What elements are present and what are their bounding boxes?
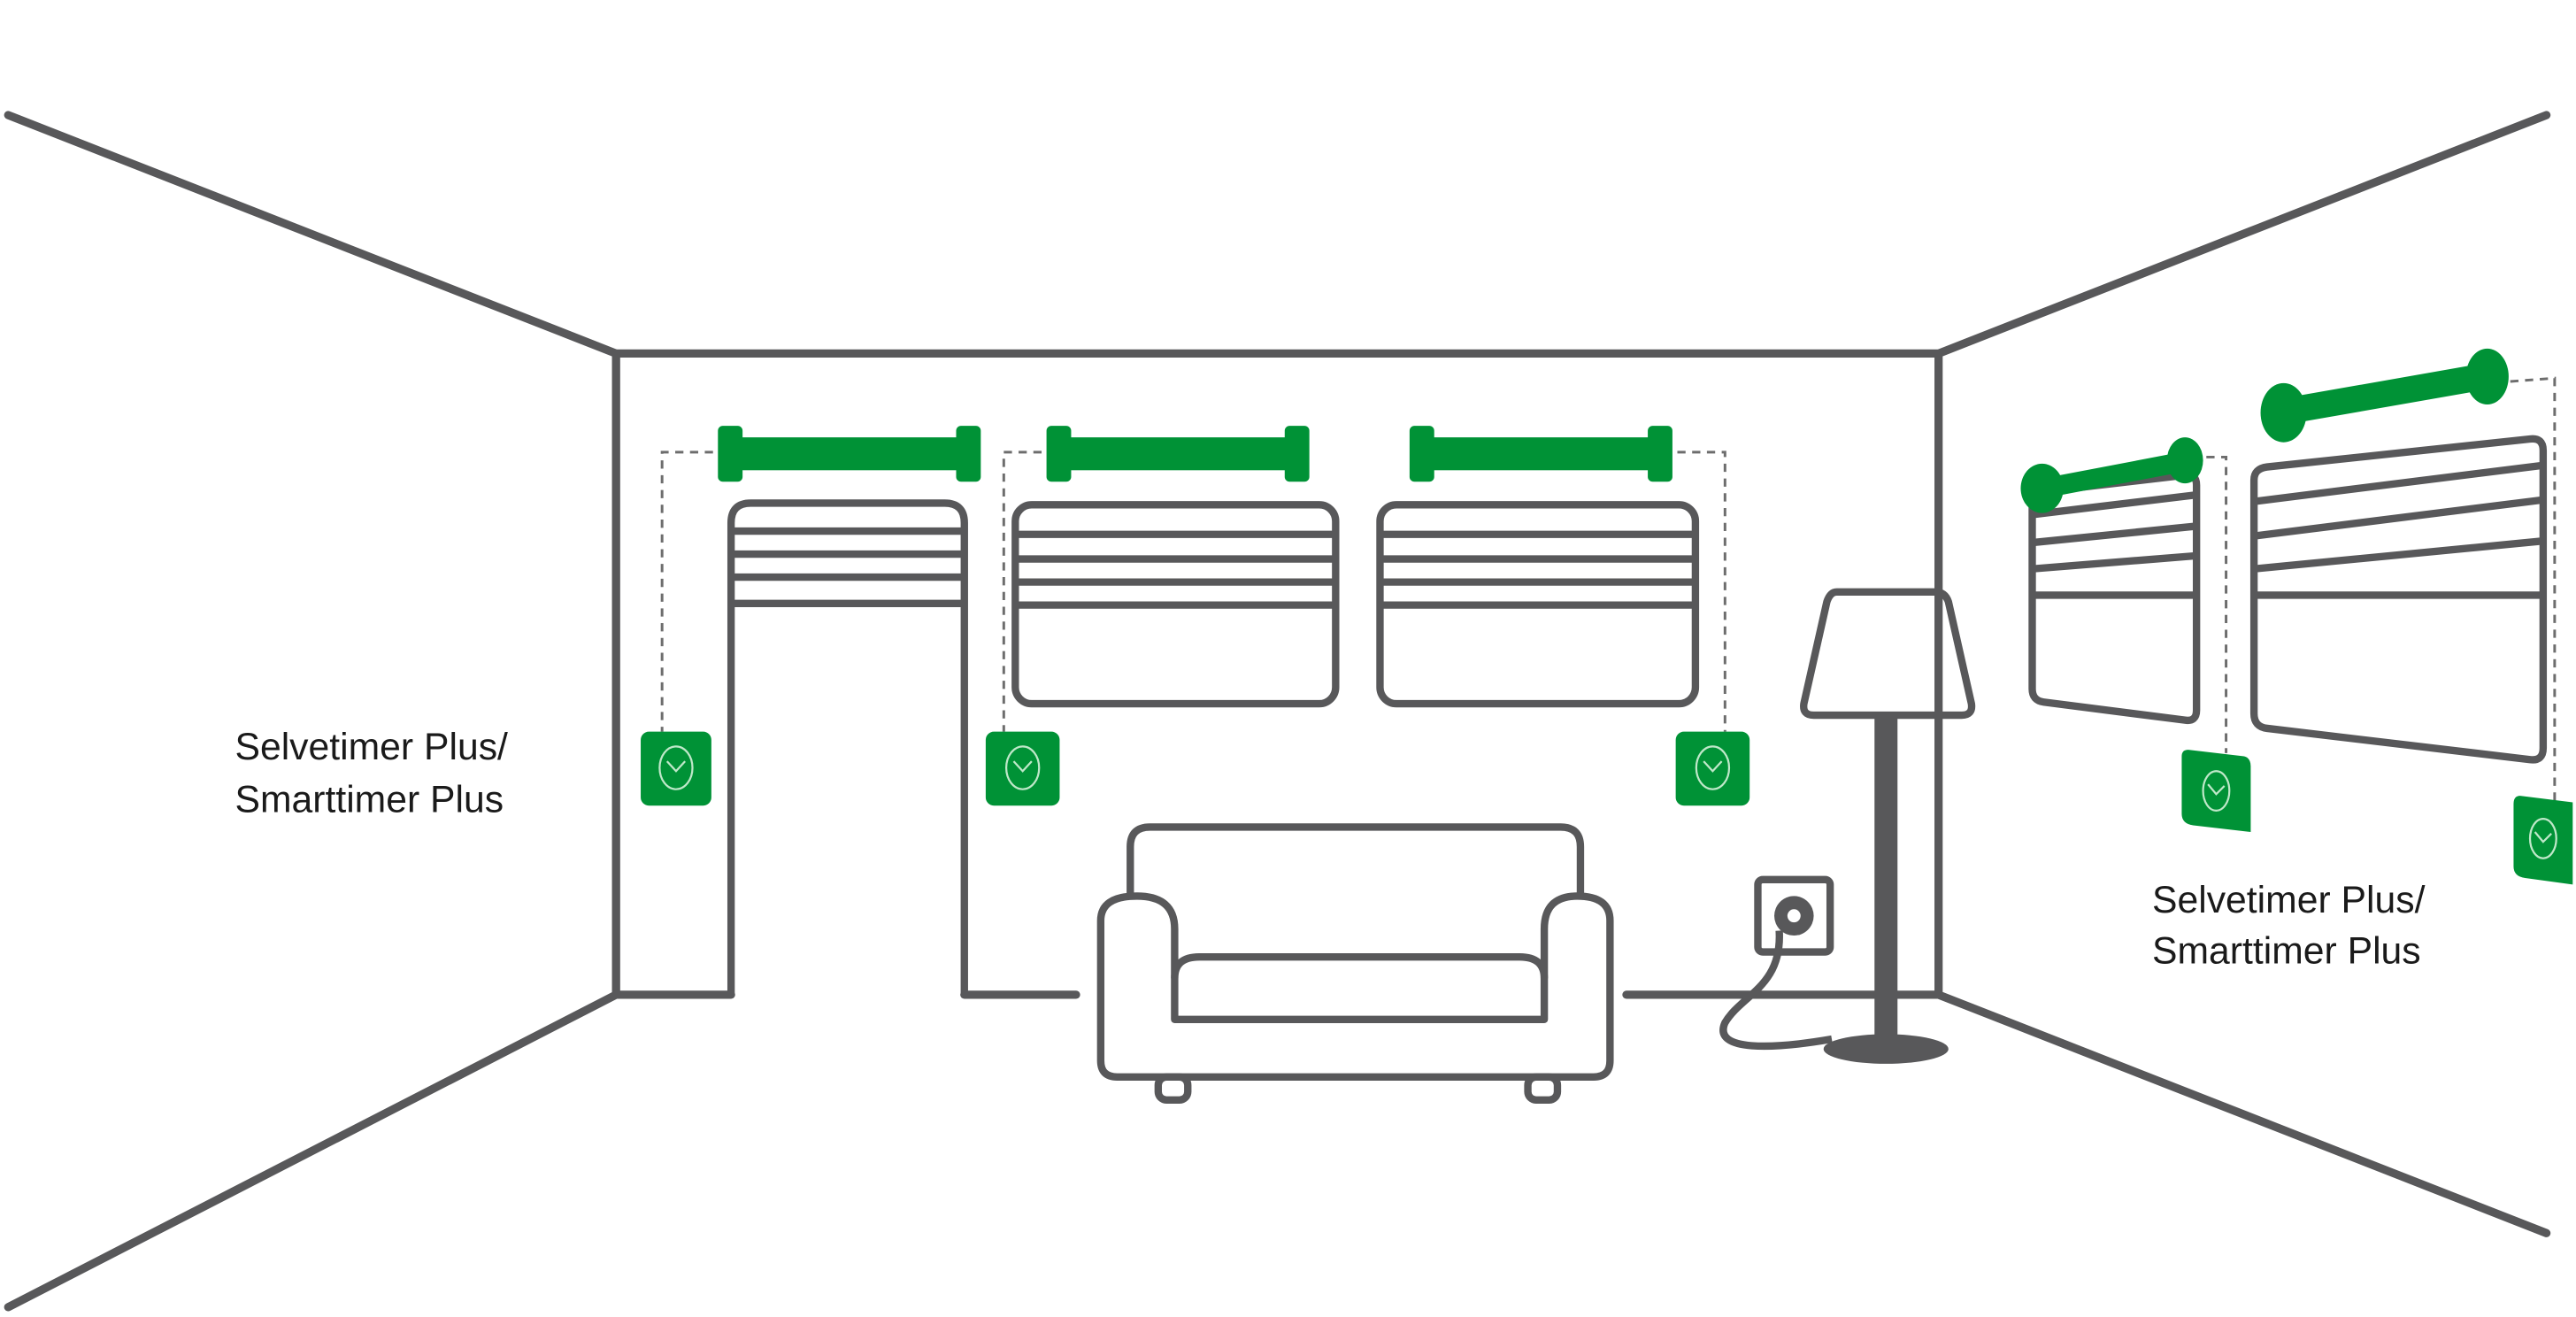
room-walls	[4, 111, 2551, 1312]
connection-line	[660, 451, 713, 732]
connection-line	[2206, 455, 2228, 753]
sofa-icon	[1096, 823, 1614, 1104]
clock-icon	[1004, 745, 1041, 790]
timer-device	[985, 731, 1060, 806]
connection-line	[2510, 376, 2557, 801]
clock-icon	[658, 745, 694, 790]
connection-line	[1677, 451, 1726, 732]
timer-device	[2181, 750, 2251, 832]
right-label-line2: Smarttimer Plus	[2152, 930, 2421, 973]
heating-element	[718, 426, 981, 482]
heater-icon	[2249, 435, 2548, 764]
timer-device	[2513, 796, 2573, 885]
heater-icon	[2028, 471, 2201, 725]
wall-socket-icon	[1719, 875, 1834, 1051]
heating-element	[1046, 426, 1310, 482]
connection-line	[1002, 451, 1042, 732]
clock-icon	[2202, 770, 2231, 812]
heater-icon	[1376, 501, 1700, 708]
heating-element	[2260, 348, 2509, 443]
floor-lamp-icon	[1800, 588, 1976, 1064]
heater-icon	[1011, 501, 1340, 708]
left-label-line1: Selvetimer Plus/	[235, 726, 508, 768]
heater-icon	[727, 499, 968, 995]
heating-element	[2020, 437, 2203, 513]
timer-device	[641, 731, 711, 806]
power-cord	[1719, 930, 1833, 1051]
heating-element	[1409, 426, 1672, 482]
clock-icon	[2528, 818, 2557, 859]
left-label-line2: Smarttimer Plus	[235, 779, 504, 821]
timer-device	[1675, 731, 1750, 806]
right-label-line1: Selvetimer Plus/	[2152, 879, 2426, 921]
clock-icon	[1695, 745, 1731, 790]
